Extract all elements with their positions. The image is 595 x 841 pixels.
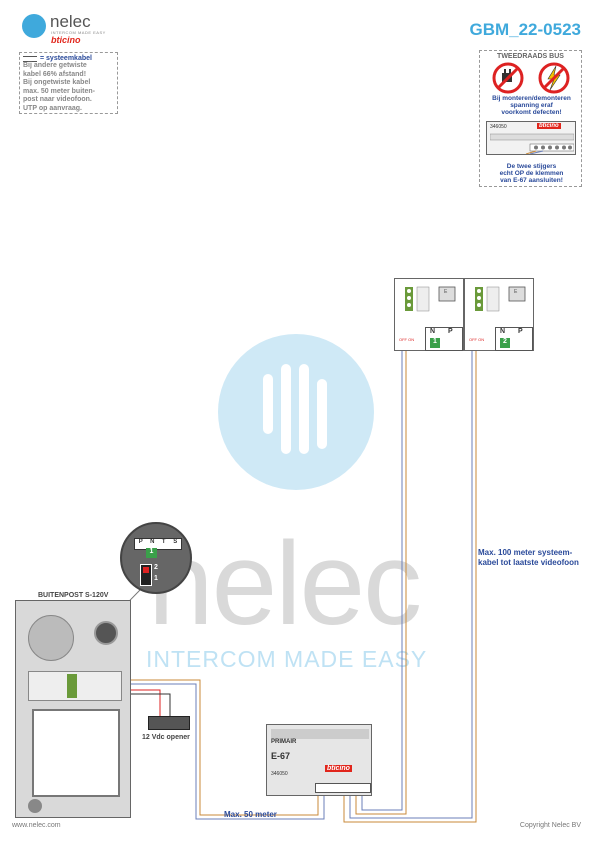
power-supply-terminals bbox=[315, 783, 371, 793]
videophone-col-p: P bbox=[448, 328, 453, 335]
videophone-col-p: P bbox=[518, 328, 523, 335]
videophone-terminals bbox=[405, 286, 456, 312]
warning-message-line: voorkomt defecten! bbox=[501, 109, 562, 116]
videophone-1: E OFF ON N P 1 bbox=[394, 278, 464, 351]
brand-name: nelec bbox=[50, 12, 91, 31]
cable-icon bbox=[23, 55, 37, 62]
cable-note-line: max. 50 meter buiten- bbox=[23, 87, 95, 95]
videophone-address-value: 1 bbox=[430, 338, 440, 348]
bus-module-terminals bbox=[490, 133, 574, 154]
riser-distance-line: kabel tot laatste videofoon bbox=[478, 558, 579, 567]
power-supply: PRIMAIR E-67 346050 bticino bbox=[266, 724, 372, 796]
power-supply-primary: PRIMAIR bbox=[271, 739, 297, 745]
videophone-terminals bbox=[475, 286, 526, 312]
cable-note-line: post naar videofoon. bbox=[23, 96, 92, 103]
cable-note-title-text: = systeemkabel bbox=[40, 55, 92, 62]
watermark-logo-icon bbox=[218, 334, 374, 490]
bus-module-brand: bticino bbox=[537, 123, 561, 129]
door-opener-icon bbox=[148, 716, 190, 730]
cable-note-line: Bij andere getwiste bbox=[23, 62, 87, 69]
videophone-col-n: N bbox=[500, 328, 506, 335]
power-supply-brand: bticino bbox=[325, 765, 352, 772]
cable-note: = systeemkabel Bij andere getwiste kabel… bbox=[19, 52, 118, 114]
config-switch-pos: 1 bbox=[154, 575, 158, 582]
outdoor-station-title: BUITENPOST S-120V bbox=[38, 592, 109, 599]
config-value: 1 bbox=[146, 548, 157, 558]
warning-box: TWEEDRAADS BUS Bij monteren/demonteren s… bbox=[479, 50, 582, 187]
videophone-switch: OFF ON bbox=[469, 337, 485, 342]
videophone-2: E OFF ON N P 2 bbox=[464, 278, 534, 351]
bus-message-line: De twee stijgers bbox=[506, 163, 557, 170]
config-switch-icon bbox=[140, 564, 152, 586]
riser-distance-line: Max. 100 meter systeem- bbox=[478, 548, 573, 557]
button-icon bbox=[28, 799, 42, 813]
camera-icon bbox=[94, 621, 118, 645]
nelec-logo-icon bbox=[22, 14, 46, 38]
no-power-icon bbox=[538, 62, 570, 94]
terminal-block bbox=[28, 671, 122, 701]
warning-message-line: Bij monteren/demonteren bbox=[492, 95, 571, 102]
videophone-col-n: N bbox=[430, 328, 436, 335]
speaker-icon bbox=[28, 615, 74, 661]
videophone-address-value: 2 bbox=[500, 338, 510, 348]
watermark-name: nelec bbox=[148, 518, 422, 650]
cable-note-line: Bij ongetwiste kabel bbox=[23, 79, 91, 86]
name-plate bbox=[32, 709, 120, 797]
videophone-address: N P 1 bbox=[425, 327, 463, 351]
footer-website: www.nelec.com bbox=[12, 822, 61, 829]
no-plug-icon bbox=[492, 62, 524, 94]
videophone-screen: E bbox=[444, 289, 448, 295]
bus-module: 346050 bticino bbox=[486, 121, 576, 155]
config-header: P N T S bbox=[134, 538, 182, 550]
warning-icons bbox=[492, 62, 570, 94]
footer-copyright: Copyright Nelec BV bbox=[519, 822, 581, 829]
power-supply-top bbox=[271, 729, 369, 739]
bus-message-line: van E-67 aansluiten! bbox=[500, 177, 563, 184]
videophone-screen: E bbox=[514, 289, 518, 295]
config-col: S bbox=[173, 539, 178, 545]
config-col: N bbox=[150, 539, 155, 545]
warning-message-line: spanning eraf bbox=[510, 102, 553, 109]
bus-module-code: 346050 bbox=[490, 124, 507, 130]
cable-note-line: UTP op aanvraag. bbox=[23, 104, 83, 112]
outdoor-distance-label: Max. 50 meter bbox=[224, 810, 277, 819]
partner-brand: bticino bbox=[51, 35, 81, 45]
config-switch-pos: 2 bbox=[154, 564, 158, 571]
brand-tagline: INTERCOM MADE EASY bbox=[51, 30, 106, 35]
config-col: T bbox=[161, 539, 166, 545]
videophone-switch: OFF ON bbox=[399, 337, 415, 342]
bus-message-line: echt OP de klemmen bbox=[499, 170, 564, 177]
power-supply-code: 346050 bbox=[271, 771, 288, 777]
cable-note-line: kabel 66% afstand! bbox=[23, 70, 87, 78]
door-opener-label: 12 Vdc opener bbox=[142, 734, 190, 741]
bus-message: De twee stijgers echt OP de klemmen van … bbox=[482, 163, 581, 184]
videophone-address: N P 2 bbox=[495, 327, 533, 351]
power-supply-model: E-67 bbox=[271, 751, 291, 761]
warning-title: TWEEDRAADS BUS bbox=[497, 53, 564, 60]
config-col: P bbox=[138, 539, 143, 545]
outdoor-station bbox=[15, 600, 131, 818]
riser-distance-label: Max. 100 meter systeem- kabel tot laatst… bbox=[478, 548, 579, 568]
watermark-bars bbox=[263, 364, 327, 454]
warning-message: Bij monteren/demonteren spanning eraf vo… bbox=[482, 95, 581, 116]
terminal-strip-icon bbox=[67, 674, 77, 698]
cable-note-title: = systeemkabel bbox=[23, 55, 114, 62]
watermark-tagline: INTERCOM MADE EASY bbox=[146, 646, 428, 672]
document-code: GBM_22-0523 bbox=[469, 20, 581, 39]
config-callout: P N T S 1 2 1 bbox=[120, 522, 192, 594]
